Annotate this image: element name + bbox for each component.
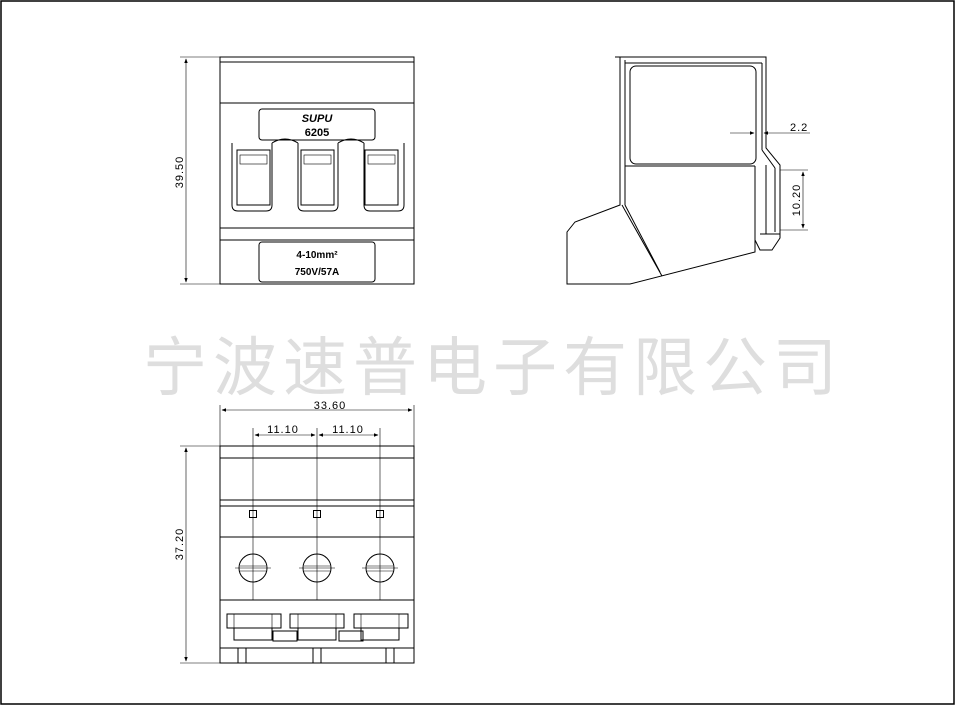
screw-head (362, 553, 398, 583)
pin-marker (376, 510, 384, 518)
pin-marker (313, 510, 321, 518)
side-view: 2.2 10.20 (566, 56, 810, 285)
voltage-current-rating: 750V/57A (295, 267, 339, 278)
side-gap-dimension: 2.2 (790, 122, 808, 134)
spec-plate (258, 241, 376, 283)
terminal-slot (231, 143, 273, 212)
terminal-slot (363, 143, 405, 212)
logo-text: SUPU (302, 113, 334, 125)
bottom-width-dimension: 33.60 (314, 400, 347, 412)
model-number: 6205 (305, 127, 329, 139)
company-watermark: 宁波速普电子有限公司 (143, 332, 843, 406)
bottom-view: 33.60 11.10 11.10 37.20 (174, 400, 415, 664)
pitch-dimension-right: 11.10 (332, 424, 364, 436)
front-view: SUPU 6205 4-10mm² 750V/57A 39.50 (174, 56, 415, 285)
pitch-dimension-left: 11.10 (267, 424, 299, 436)
wire-clamp (353, 613, 409, 641)
wire-clamp (226, 613, 282, 641)
terminal-slot (297, 143, 339, 212)
screw-head (299, 553, 335, 583)
pin-marker (249, 510, 257, 518)
logo-plate (258, 108, 376, 141)
bottom-height-dimension: 37.20 (174, 528, 186, 561)
wire-range: 4-10mm² (296, 250, 338, 261)
screw-head (235, 553, 271, 583)
front-height-dimension: 39.50 (174, 156, 186, 189)
side-latch-dimension: 10.20 (791, 184, 803, 217)
wire-clamp (289, 613, 345, 641)
